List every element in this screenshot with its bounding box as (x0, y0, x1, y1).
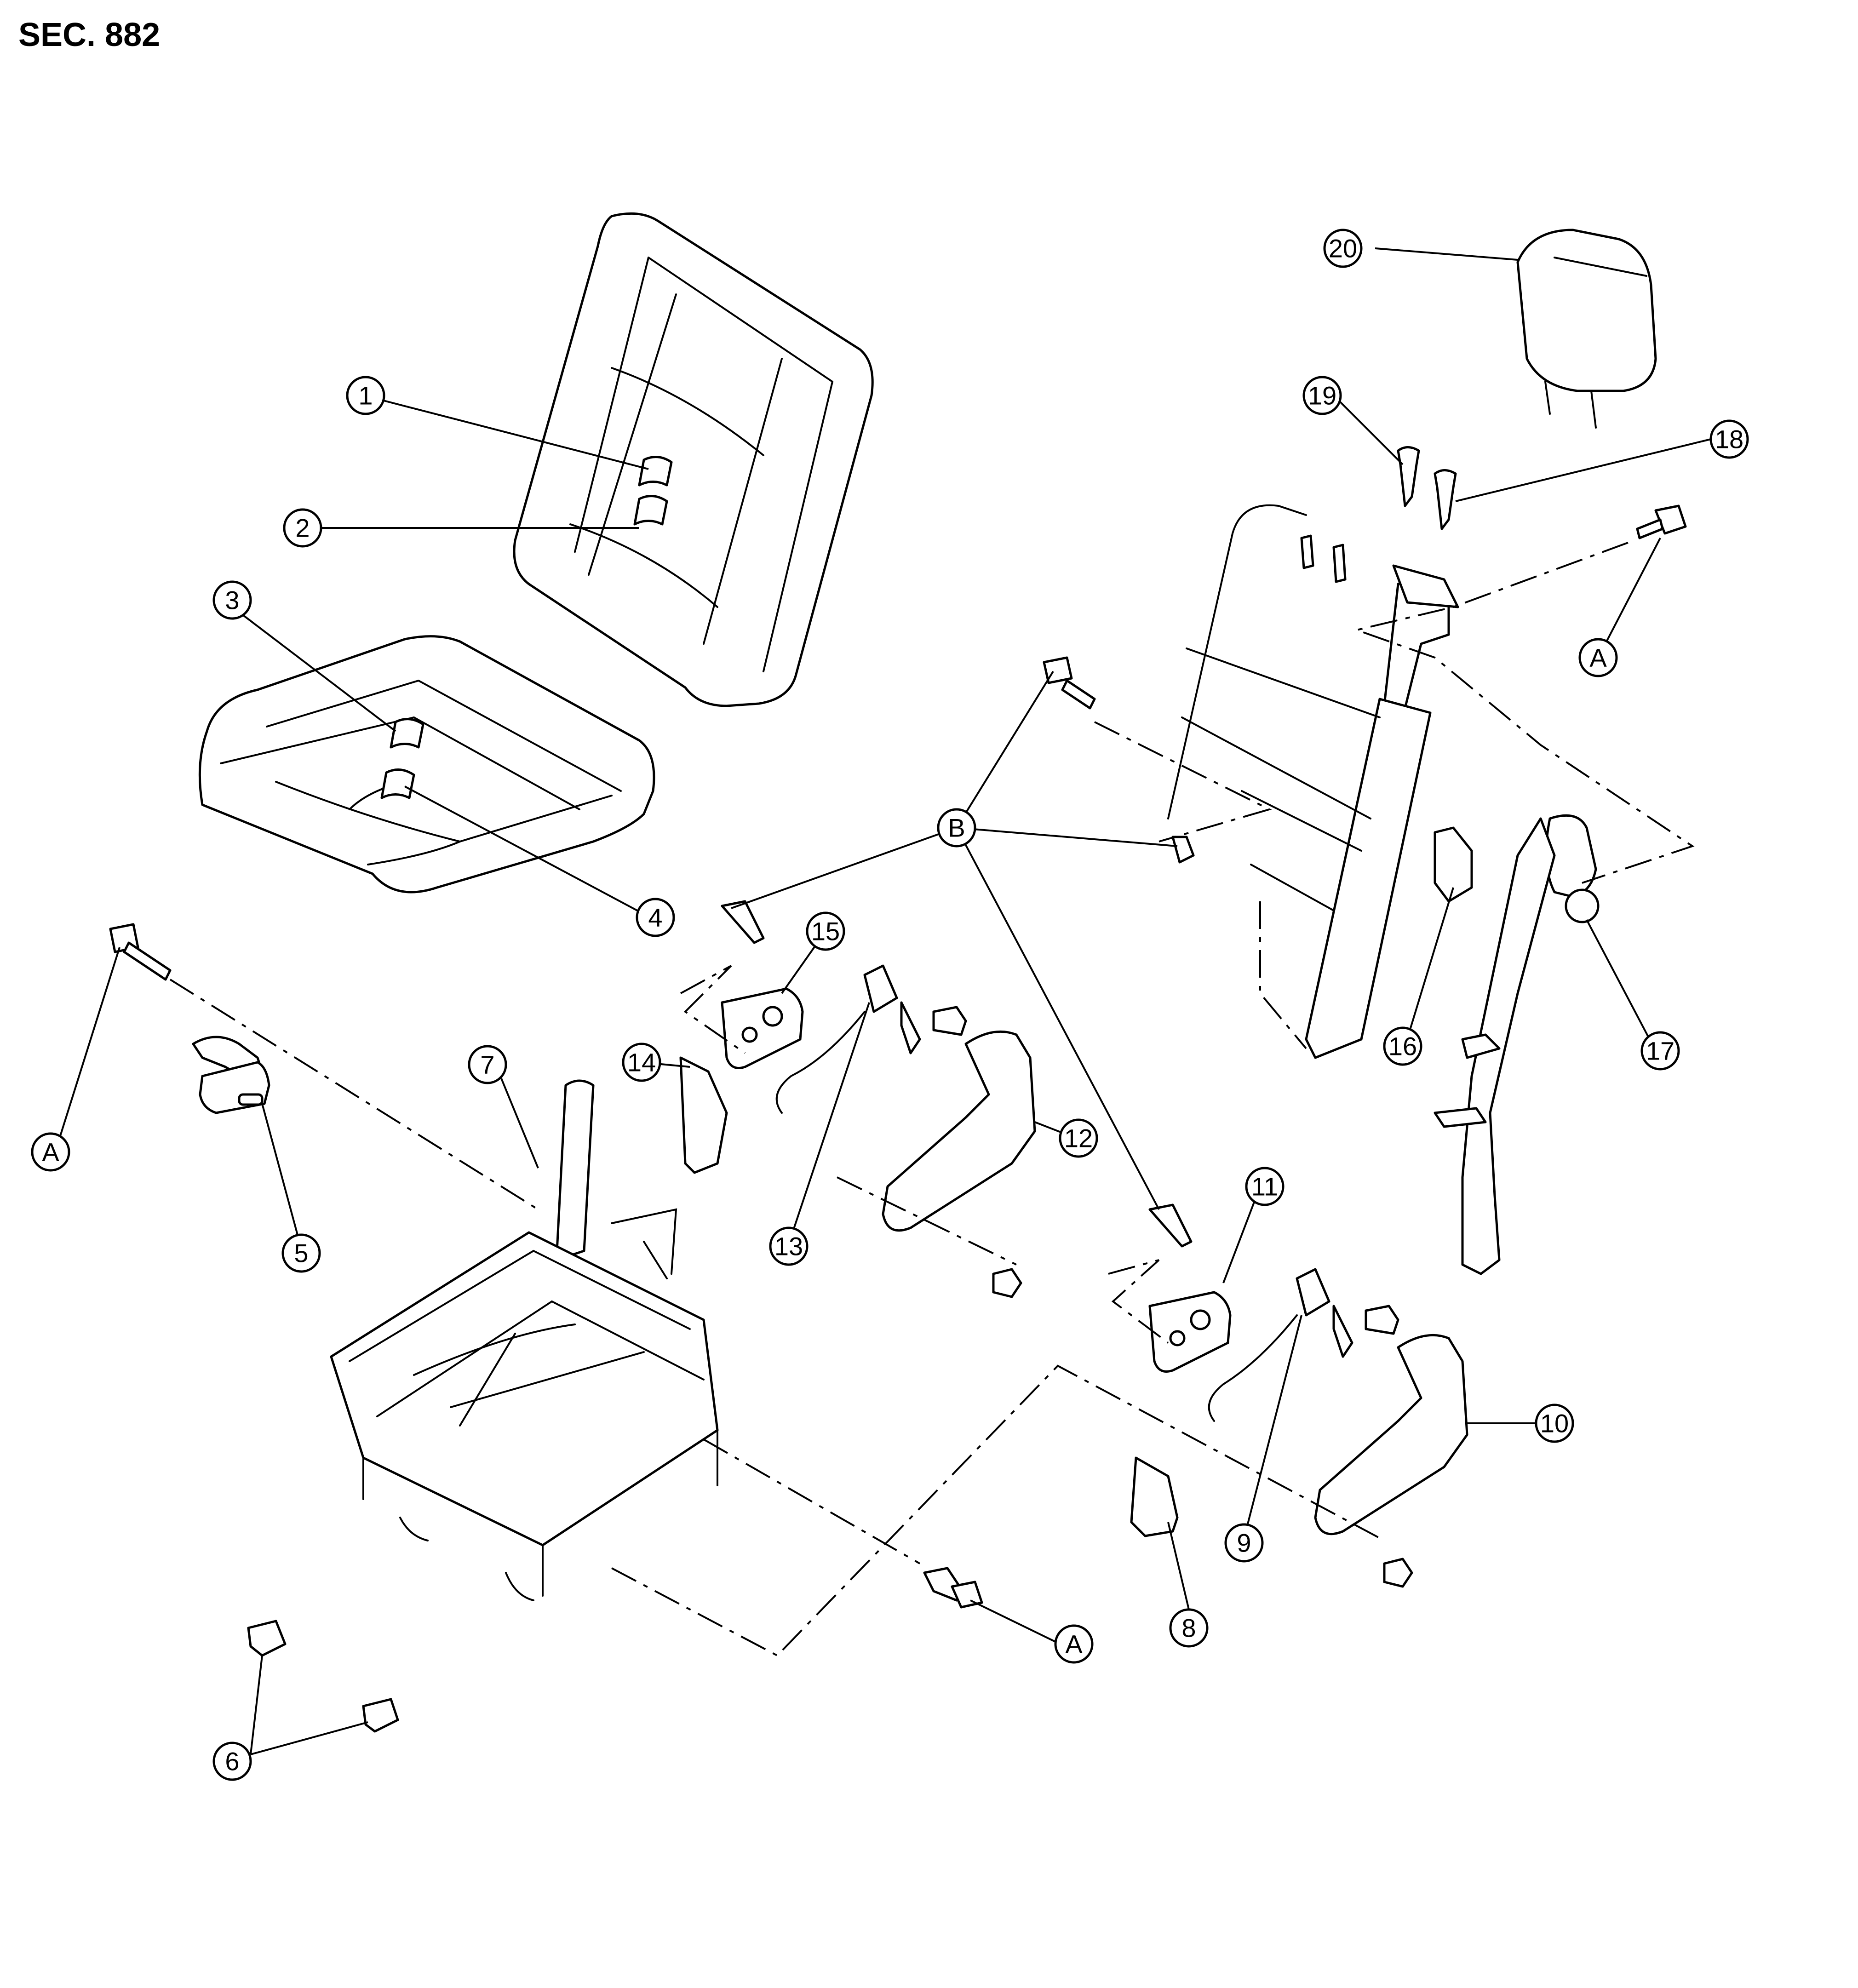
callout-14: 14 (622, 1043, 661, 1082)
screw-10-bottom (1383, 1558, 1413, 1588)
bracket-14 (679, 1056, 728, 1174)
screw-10-top (1365, 1305, 1399, 1335)
bolt-bottom-a (923, 1567, 983, 1609)
release-lever-9 (1208, 1268, 1353, 1422)
svg-text:4: 4 (648, 903, 662, 932)
seat-frame (330, 1079, 719, 1601)
screw-12-top (932, 1006, 967, 1036)
recliner-mechanism-15 (721, 987, 804, 1069)
seatback-frame (1167, 504, 1459, 1059)
headrest-guide-19 (1397, 446, 1420, 507)
callout-a-left: A (31, 1132, 70, 1172)
clip-6a (247, 1620, 287, 1657)
assembly-line (703, 1438, 920, 1564)
callout-19: 19 (1302, 376, 1342, 415)
callout-10: 10 (1535, 1404, 1574, 1443)
bolt-b-right (1148, 1203, 1193, 1248)
callout-8: 8 (1169, 1608, 1209, 1648)
callout-9: 9 (1224, 1523, 1264, 1563)
svg-text:7: 7 (480, 1050, 494, 1079)
seat-belt-retractor (1434, 814, 1600, 1275)
callout-20: 20 (1323, 229, 1363, 268)
bolt-b-middle (1171, 836, 1195, 864)
svg-text:6: 6 (225, 1747, 239, 1776)
svg-text:8: 8 (1181, 1614, 1196, 1643)
callout-a-right: A (1578, 638, 1618, 677)
svg-text:3: 3 (225, 586, 239, 615)
callout-4: 4 (636, 898, 675, 937)
finisher-cover-10 (1314, 1334, 1468, 1535)
headrest-guide-18 (1434, 469, 1457, 530)
seatback-cushion (513, 212, 874, 707)
callout-a-bottom: A (1054, 1624, 1094, 1664)
svg-text:13: 13 (774, 1232, 803, 1261)
assembly-line (1259, 901, 1307, 1049)
svg-text:A: A (1065, 1630, 1083, 1659)
svg-text:20: 20 (1329, 234, 1357, 263)
callout-7: 7 (468, 1045, 507, 1084)
callout-b: B (937, 808, 976, 848)
svg-text:1: 1 (358, 381, 373, 410)
callout-15: 15 (806, 911, 845, 951)
svg-text:5: 5 (294, 1239, 308, 1268)
section-label: SEC. 882 (18, 17, 160, 53)
assembly-line (611, 1364, 1385, 1657)
bolt-b-left (721, 900, 765, 944)
recliner-mechanism-11 (1148, 1291, 1232, 1373)
seat-cushion-tag-3 (390, 718, 424, 749)
svg-text:9: 9 (1237, 1529, 1251, 1558)
bracket-8 (1130, 1456, 1179, 1537)
assembly-line (1094, 721, 1272, 842)
callout-1: 1 (346, 376, 385, 415)
callout-3: 3 (212, 580, 252, 620)
callout-18: 18 (1709, 419, 1749, 459)
seat-cushion (198, 635, 655, 894)
callout-13: 13 (769, 1226, 809, 1266)
callout-17: 17 (1640, 1031, 1680, 1071)
svg-text:17: 17 (1646, 1037, 1674, 1066)
bolt-b-upper (1043, 656, 1096, 710)
svg-text:12: 12 (1064, 1124, 1093, 1153)
svg-text:15: 15 (811, 917, 840, 946)
svg-text:11: 11 (1251, 1172, 1278, 1201)
seat-cushion-tag-4 (380, 768, 415, 799)
svg-text:A: A (1589, 643, 1607, 672)
callout-11: 11 (1245, 1167, 1285, 1206)
svg-text:14: 14 (627, 1048, 656, 1077)
screw-12-bottom (992, 1268, 1022, 1298)
callout-12: 12 (1059, 1118, 1098, 1158)
release-lever-13 (775, 964, 921, 1114)
headrest (1516, 229, 1657, 429)
anchor-bracket-16 (1434, 826, 1473, 903)
seat-belt-buckle (192, 1036, 270, 1114)
svg-text:A: A (42, 1138, 59, 1167)
finisher-cover-12 (882, 1030, 1036, 1232)
bolt-left-a (109, 923, 172, 981)
svg-text:19: 19 (1308, 381, 1336, 410)
callout-6: 6 (212, 1742, 252, 1781)
callout-16: 16 (1383, 1026, 1422, 1066)
assembly-line (169, 979, 539, 1210)
callout-2: 2 (283, 508, 322, 548)
clip-6b (362, 1698, 399, 1733)
bolt-top-right-a (1636, 504, 1687, 539)
svg-text:10: 10 (1540, 1409, 1569, 1438)
seatback-tag-1 (638, 456, 673, 487)
assembly-line (1108, 1259, 1169, 1344)
assembly-line (837, 1176, 1017, 1266)
svg-text:18: 18 (1715, 425, 1743, 454)
callout-5: 5 (281, 1233, 321, 1273)
assembly-line (680, 965, 746, 1054)
svg-text:16: 16 (1388, 1032, 1417, 1061)
svg-text:B: B (948, 814, 965, 842)
svg-text:2: 2 (295, 514, 310, 543)
assembly-line (1353, 542, 1695, 884)
seatback-tag-2 (633, 495, 668, 526)
